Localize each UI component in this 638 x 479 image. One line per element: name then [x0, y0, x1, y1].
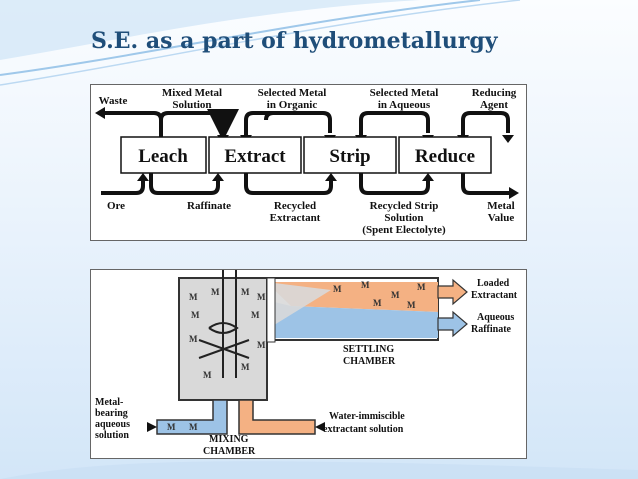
m-marker: M — [373, 298, 382, 308]
label-selected-aqueous-2: in Aqueous — [378, 99, 431, 111]
label-spent-electrolyte: (Spent Electolyte) — [362, 224, 446, 236]
m-marker: M — [241, 362, 250, 372]
aqueous-raffinate-label: Aqueous — [477, 312, 514, 323]
label-metal-value-2: Value — [488, 212, 515, 224]
label-recycled-strip: Recycled Strip — [370, 200, 439, 212]
mixing-chamber-label: MIXING — [209, 434, 249, 445]
m-marker: M — [191, 310, 200, 320]
label-selected-aqueous: Selected Metal — [370, 87, 439, 99]
stage-strip: Strip — [329, 146, 370, 167]
mixer-settler-panel: M M M M M M M M M M M M M M M M M M Load… — [90, 269, 527, 459]
m-marker: M — [391, 290, 400, 300]
label-reducing-2: Agent — [480, 99, 508, 111]
mixing-chamber-label-2: CHAMBER — [203, 446, 256, 457]
mixer-settler-diagram: M M M M M M M M M M M M M M M M M M Load… — [95, 270, 518, 457]
m-marker: M — [203, 370, 212, 380]
m-marker: M — [257, 292, 266, 302]
m-marker: M — [189, 422, 198, 432]
m-marker: M — [251, 310, 260, 320]
m-marker: M — [167, 422, 176, 432]
loaded-extractant-label-2: Extractant — [471, 290, 518, 301]
extractant-label-2: extractant solution — [323, 424, 404, 435]
label-mixed-metal-2: Solution — [172, 99, 211, 111]
stage-extract: Extract — [224, 146, 286, 167]
slide-title: S.E. as a part of hydrometallurgy — [91, 28, 498, 54]
m-marker: M — [407, 300, 416, 310]
feed-label-4: solution — [95, 430, 129, 441]
label-ore: Ore — [107, 200, 125, 212]
m-marker: M — [241, 287, 250, 297]
m-marker: M — [189, 292, 198, 302]
m-marker: M — [417, 282, 426, 292]
label-waste: Waste — [99, 95, 128, 107]
label-mixed-metal: Mixed Metal — [162, 87, 222, 99]
loaded-extractant-label: Loaded — [477, 278, 510, 289]
aqueous-raffinate-label-2: Raffinate — [471, 324, 512, 335]
label-selected-organic-2: in Organic — [267, 99, 318, 111]
m-marker: M — [257, 340, 266, 350]
label-recycled-strip-2: Solution — [384, 212, 423, 224]
m-marker: M — [211, 287, 220, 297]
settling-chamber-label-2: CHAMBER — [343, 356, 396, 367]
flow-diagram: Waste Mixed Metal Solution Selected Meta… — [95, 87, 519, 236]
feed-label-3: aqueous — [95, 419, 130, 430]
stage-leach: Leach — [138, 146, 188, 167]
extractant-label: Water-immiscible — [329, 411, 405, 422]
flow-diagram-panel: Waste Mixed Metal Solution Selected Meta… — [90, 84, 527, 241]
label-reducing: Reducing — [472, 87, 517, 99]
label-raffinate: Raffinate — [187, 200, 231, 212]
stage-reduce: Reduce — [415, 146, 475, 167]
label-recycled-extractant-2: Extractant — [270, 212, 321, 224]
m-marker: M — [333, 284, 342, 294]
label-recycled-extractant: Recycled — [274, 200, 316, 212]
m-marker: M — [189, 334, 198, 344]
label-metal-value: Metal — [487, 200, 514, 212]
feed-label-2: bearing — [95, 408, 128, 419]
feed-label: Metal- — [95, 397, 123, 408]
settling-chamber-label: SETTLING — [343, 344, 394, 355]
m-marker: M — [361, 280, 370, 290]
label-selected-organic: Selected Metal — [258, 87, 327, 99]
